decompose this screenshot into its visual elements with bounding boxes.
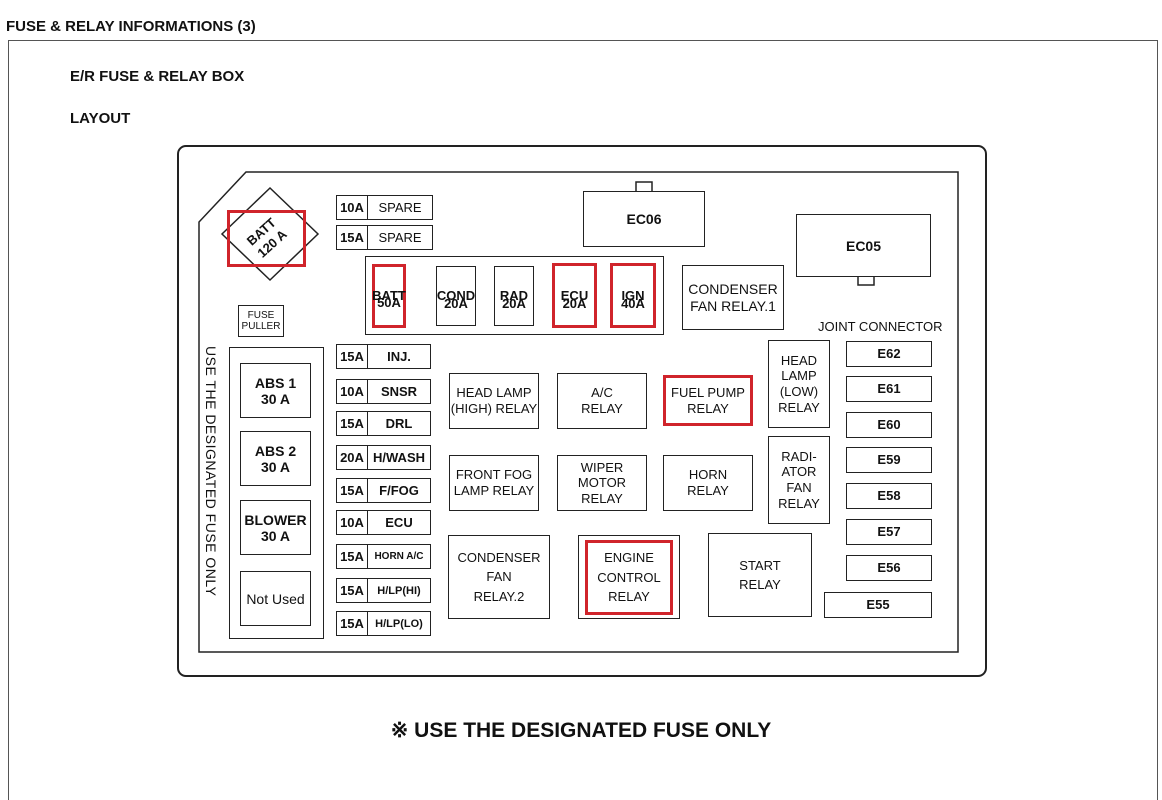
section-title: E/R FUSE & RELAY BOX xyxy=(70,68,245,85)
fuse-ecu: 10A ECU xyxy=(336,510,431,535)
fuse-text: IGN xyxy=(621,287,645,303)
fuse-rating: 20A xyxy=(502,296,526,311)
relay-fuel-pump: FUEL PUMP RELAY xyxy=(663,375,753,426)
fuse-rating: 30 A xyxy=(260,458,291,475)
fuse-ign-40a: IGN xyxy=(610,263,656,328)
fuse-h-lp-lo: 15A H/LP(LO) xyxy=(336,611,431,636)
fuse-amperage: 20A xyxy=(337,446,368,469)
fuse-drl: 15A DRL xyxy=(336,411,431,436)
relay-head-lamp-high: HEAD LAMP (HIGH) RELAY xyxy=(449,373,539,429)
spare-fuse: 15A SPARE xyxy=(336,225,433,250)
content-frame xyxy=(8,40,1158,800)
fuse-h-wash: 20A H/WASH xyxy=(336,445,431,470)
relay-head-lamp-low: HEAD LAMP (LOW) RELAY xyxy=(768,340,830,428)
relay-wiper-motor: WIPER MOTOR RELAY xyxy=(557,455,647,511)
fuse-amperage: 15A xyxy=(337,579,368,602)
fuse-label: ECU xyxy=(385,515,413,530)
section-subtitle: LAYOUT xyxy=(70,110,131,127)
relay-front-fog-lamp: FRONT FOG LAMP RELAY xyxy=(449,455,539,511)
joint-connector-e59: E59 xyxy=(846,447,932,473)
fuse-name: BLOWER xyxy=(244,511,307,528)
fuse-rating: 30 A xyxy=(260,390,291,407)
engine-control-relay-outline xyxy=(578,535,680,619)
fuse-label: SPARE xyxy=(378,200,422,215)
fuse-amperage: 15A xyxy=(337,479,368,502)
fuse-h-lp-hi: 15A H/LP(HI) xyxy=(336,578,431,603)
fuse-ecu-20a: ECU xyxy=(552,263,597,328)
joint-connector-e57: E57 xyxy=(846,519,932,545)
fuse-label: HORN A/C xyxy=(374,551,424,562)
relay-horn: HORN RELAY xyxy=(663,455,753,511)
fuse-rating: 50A xyxy=(377,295,401,310)
fuse-name: ABS 1 xyxy=(254,374,297,391)
fuse-snsr: 10A SNSR xyxy=(336,379,431,404)
fuse-amperage: 15A xyxy=(337,545,368,568)
fuse-amperage: 10A xyxy=(337,511,368,534)
relay-ac: A/C RELAY xyxy=(557,373,647,429)
fuse-batt-50a: BATT xyxy=(372,264,406,328)
fuse-puller: FUSE PULLER xyxy=(238,305,284,337)
fuse-text: RAD xyxy=(499,288,529,304)
fuse-f-fog: 15A F/FOG xyxy=(336,478,431,503)
fuse-inj: 15A INJ. xyxy=(336,344,431,369)
joint-connector-e61: E61 xyxy=(846,376,932,402)
relay-condenser-fan-1: CONDENSER FAN RELAY.1 xyxy=(682,265,784,330)
spare-fuse: 10A SPARE xyxy=(336,195,433,220)
fuse-label: DRL xyxy=(385,416,413,431)
fuse-amperage: 15A xyxy=(337,226,368,249)
fuse-amperage: 10A xyxy=(337,380,368,403)
fuse-rating: 40A xyxy=(621,296,645,311)
fuse-amperage: 10A xyxy=(337,196,368,219)
fuse-label: H/LP(HI) xyxy=(377,584,421,597)
fuse-text: ECU xyxy=(560,287,589,303)
connector-ec06: EC06 xyxy=(583,191,705,247)
page-title: FUSE & RELAY INFORMATIONS (3) xyxy=(6,18,256,35)
joint-connector-title: JOINT CONNECTOR xyxy=(818,319,943,334)
fuse-label: SNSR xyxy=(380,384,418,399)
fuse-amperage: 15A xyxy=(337,345,368,368)
fuse-not-used: Not Used xyxy=(240,571,311,626)
joint-connector-e56: E56 xyxy=(846,555,932,581)
designated-fuse-warning: ※ USE THE DESIGNATED FUSE ONLY xyxy=(390,719,772,742)
joint-connector-e58: E58 xyxy=(846,483,932,509)
fuse-cond-20a: COND xyxy=(436,266,476,326)
fuse-label: SPARE xyxy=(378,230,422,245)
fuse-text: BATT xyxy=(372,288,406,304)
relay-condenser-fan-2: CONDENSER FAN RELAY.2 xyxy=(448,535,550,619)
fuse-horn-ac: 15A HORN A/C xyxy=(336,544,431,569)
fuse-label: H/WASH xyxy=(373,450,425,465)
relay-start: START RELAY xyxy=(708,533,812,617)
joint-connector-e60: E60 xyxy=(846,412,932,438)
fuse-amperage: 15A xyxy=(337,412,368,435)
relay-engine-control: ENGINE CONTROL RELAY xyxy=(585,540,673,615)
fuse-label: F/FOG xyxy=(379,483,419,498)
fuse-amperage: 15A xyxy=(337,612,368,635)
joint-connector-e55: E55 xyxy=(824,592,932,618)
connector-ec05: EC05 xyxy=(796,214,931,277)
fuse-text: COND xyxy=(436,288,476,304)
batt-120a-highlight xyxy=(227,210,306,267)
fuse-rad-20a: RAD xyxy=(494,266,534,326)
joint-connector-e62: E62 xyxy=(846,341,932,367)
relay-radiator-fan: RADI- ATOR FAN RELAY xyxy=(768,436,830,524)
fuse-rating: 30 A xyxy=(260,527,291,544)
fuse-label: H/LP(LO) xyxy=(375,617,423,630)
fuse-rating: 20A xyxy=(444,296,468,311)
fuse-name: ABS 2 xyxy=(254,442,297,459)
vertical-fuse-note: USE THE DESIGNATED FUSE ONLY xyxy=(203,346,219,597)
fuse-label: INJ. xyxy=(387,349,411,364)
fuse-rating: 20A xyxy=(562,296,587,311)
